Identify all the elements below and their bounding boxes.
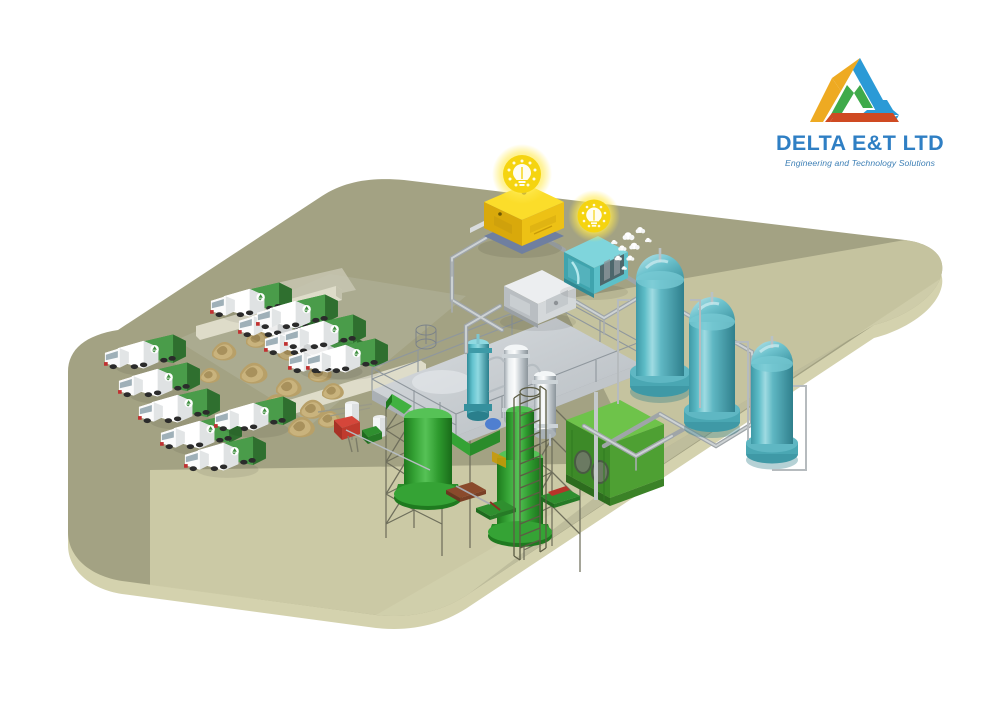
storage-tanks — [617, 248, 807, 471]
skid — [446, 482, 486, 502]
feed-crane — [317, 401, 387, 453]
company-tagline: Engineering and Technology Solutions — [785, 158, 935, 168]
grab-bucket — [334, 416, 360, 440]
energy-badge-chp — [568, 190, 620, 242]
cyan-column — [464, 334, 501, 430]
ladder-tower — [513, 385, 547, 561]
delta-triangle-logo-mark — [810, 58, 899, 122]
equipment-skids — [345, 429, 580, 520]
company-logo: DELTA E&T LTD Engineering and Technology… — [775, 52, 945, 168]
silver-column-short — [532, 371, 558, 439]
gas-storage-tank — [746, 336, 798, 470]
skid — [540, 486, 580, 508]
lightbulb-icon — [586, 207, 602, 227]
gas-storage-tank — [630, 248, 690, 403]
digester-left — [386, 394, 462, 510]
deck-cage — [415, 324, 437, 350]
energy-badge-generator — [492, 144, 552, 204]
scrubber-unit — [566, 392, 664, 506]
company-name: DELTA E&T LTD — [775, 131, 944, 155]
control-container — [500, 270, 576, 331]
lightbulb-icon — [513, 164, 531, 186]
gas-storage-tank — [684, 292, 740, 438]
skid — [476, 500, 516, 520]
